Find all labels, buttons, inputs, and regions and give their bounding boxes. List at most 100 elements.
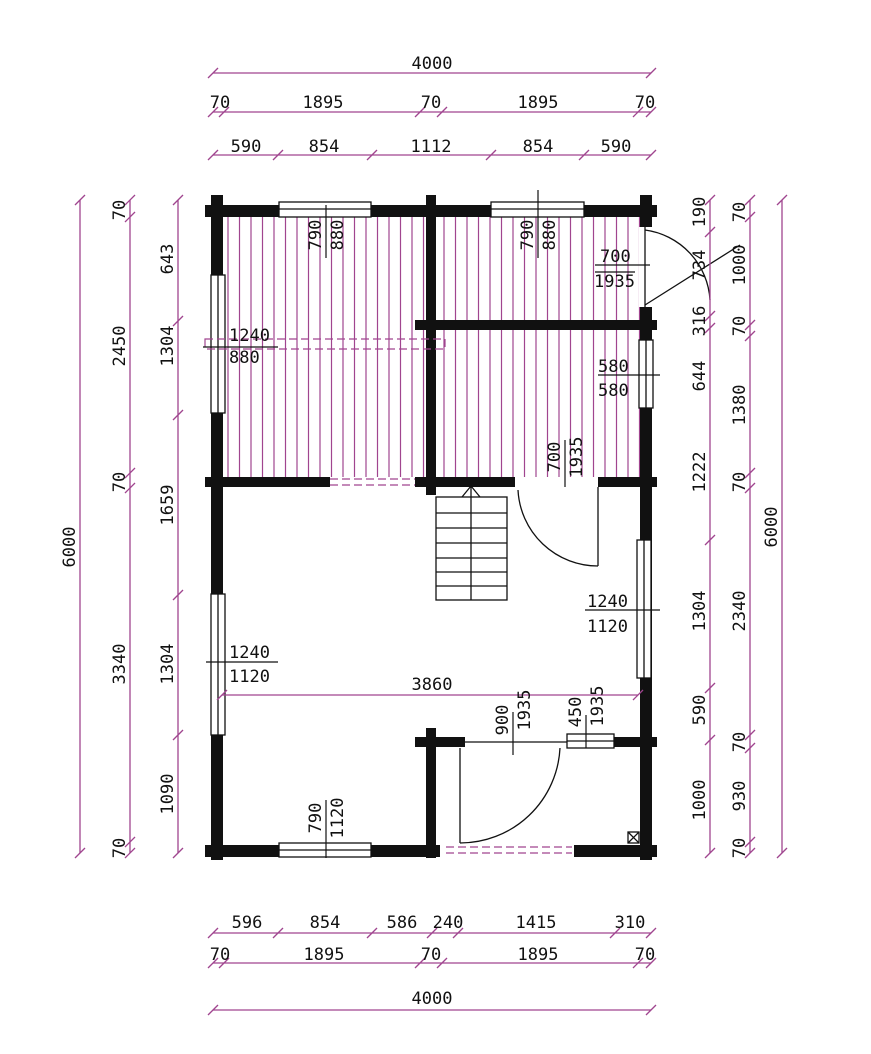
leaders bbox=[203, 190, 660, 858]
drain-icon bbox=[627, 831, 640, 844]
dimension-tick bbox=[207, 927, 219, 939]
right-col2-label: 70 bbox=[730, 732, 750, 752]
left-col2-label: 70 bbox=[110, 200, 130, 220]
wall-middle-right bbox=[598, 477, 657, 487]
dimension-tick bbox=[645, 67, 657, 79]
top-row2-label: 1895 bbox=[303, 93, 344, 113]
window-bottom-width: 790 bbox=[306, 803, 326, 834]
dimension-tick bbox=[744, 467, 756, 479]
dimension-tick bbox=[207, 149, 219, 161]
door-upper-height: 1935 bbox=[594, 272, 635, 292]
window-bath-width: 450 bbox=[566, 697, 586, 728]
window-top-right-height: 880 bbox=[540, 220, 560, 251]
dimension-tick bbox=[172, 847, 184, 859]
window-right-lower-width: 1240 bbox=[587, 592, 628, 612]
window-left-lower-width: 1240 bbox=[229, 643, 270, 663]
window-left-upper-width: 1240 bbox=[229, 326, 270, 346]
dimension-tick bbox=[366, 927, 378, 939]
door-bath-swing bbox=[459, 747, 561, 844]
door-upper-leaf bbox=[644, 244, 741, 306]
dimension-tick bbox=[776, 194, 788, 206]
dimension-tick bbox=[704, 226, 716, 238]
dimension-tick bbox=[744, 729, 756, 741]
dimension-tick bbox=[744, 742, 756, 754]
dimension-tick bbox=[744, 847, 756, 859]
top-row3-label: 590 bbox=[601, 137, 632, 157]
dimension-tick bbox=[645, 1004, 657, 1016]
stairs bbox=[435, 484, 508, 601]
dimension-tick bbox=[207, 67, 219, 79]
bottom-dimension-labels: 596 854 586 240 1415 310 70 1895 70 1895… bbox=[210, 913, 655, 1009]
top-row2-label: 70 bbox=[210, 93, 230, 113]
left-col3-label: 1659 bbox=[158, 485, 178, 526]
top-overall-label: 4000 bbox=[412, 54, 453, 74]
bottom-row2-label: 70 bbox=[635, 945, 655, 965]
wall-bath-top-right bbox=[612, 737, 657, 747]
right-col2-label: 1380 bbox=[730, 385, 750, 426]
dimension-tick bbox=[744, 836, 756, 848]
walls bbox=[205, 195, 657, 860]
dimension-tick bbox=[207, 106, 219, 118]
right-col2-label: 70 bbox=[730, 472, 750, 492]
deck-hatching bbox=[227, 217, 641, 477]
right-col1-label: 644 bbox=[690, 361, 710, 392]
dimension-tick bbox=[366, 149, 378, 161]
dimension-tick bbox=[609, 927, 621, 939]
right-col2-label: 70 bbox=[730, 316, 750, 336]
dimension-tick bbox=[452, 927, 464, 939]
interior-span-label: 3860 bbox=[412, 675, 453, 695]
dimension-tick bbox=[632, 957, 644, 969]
dimension-ticks bbox=[74, 67, 788, 1016]
dimension-tick bbox=[704, 322, 716, 334]
dimension-tick bbox=[436, 957, 448, 969]
dimension-tick bbox=[172, 315, 184, 327]
door-inner-height: 1935 bbox=[567, 437, 587, 478]
left-col3-label: 643 bbox=[158, 244, 178, 275]
dimension-tick bbox=[272, 927, 284, 939]
window-right-small-width: 580 bbox=[598, 357, 629, 377]
left-overall-label: 6000 bbox=[60, 527, 80, 568]
right-col2-label: 70 bbox=[730, 838, 750, 858]
dimension-tick bbox=[704, 847, 716, 859]
dimension-tick bbox=[704, 734, 716, 746]
right-col1-label: 190 bbox=[690, 197, 710, 228]
dimension-tick bbox=[704, 310, 716, 322]
window-left-upper-height: 880 bbox=[229, 348, 260, 368]
bottom-row1-label: 596 bbox=[232, 913, 263, 933]
dimension-tick bbox=[704, 534, 716, 546]
dimension-tick bbox=[172, 194, 184, 206]
bottom-row1-label: 240 bbox=[433, 913, 464, 933]
top-row2-label: 1895 bbox=[518, 93, 559, 113]
top-row3-label: 1112 bbox=[411, 137, 452, 157]
door-upper-swing bbox=[644, 229, 711, 301]
dimension-tick bbox=[272, 149, 284, 161]
window-right-small-height: 580 bbox=[598, 381, 629, 401]
dimension-tick bbox=[124, 211, 136, 223]
wall-mid-horizontal bbox=[415, 320, 657, 330]
dimension-tick bbox=[744, 194, 756, 206]
wall-middle-left bbox=[205, 477, 330, 487]
window-top-right-width: 790 bbox=[518, 220, 538, 251]
door-bath-width: 900 bbox=[493, 705, 513, 736]
right-col2-label: 2340 bbox=[730, 591, 750, 632]
right-col1-label: 1222 bbox=[690, 452, 710, 493]
dimension-tick bbox=[218, 106, 230, 118]
left-col2-label: 70 bbox=[110, 472, 130, 492]
dimension-tick bbox=[207, 957, 219, 969]
dimension-tick bbox=[124, 194, 136, 206]
top-row2-label: 70 bbox=[421, 93, 441, 113]
left-dimension-labels: 6000 70 2450 70 3340 70 643 1304 1659 13… bbox=[60, 200, 178, 858]
bottom-row1-label: 310 bbox=[615, 913, 646, 933]
dimension-tick bbox=[645, 149, 657, 161]
dimension-tick bbox=[124, 467, 136, 479]
dimension-tick bbox=[74, 847, 86, 859]
right-overall-label: 6000 bbox=[762, 507, 782, 548]
left-col2-label: 2450 bbox=[110, 326, 130, 367]
wall-bath-vertical bbox=[426, 728, 436, 858]
dimension-tick bbox=[744, 482, 756, 494]
dimension-tick bbox=[645, 927, 657, 939]
bottom-row1-label: 586 bbox=[387, 913, 418, 933]
bottom-row2-label: 1895 bbox=[518, 945, 559, 965]
dimension-tick bbox=[744, 319, 756, 331]
right-dimension-labels: 190 734 316 644 1222 1304 590 1000 70 10… bbox=[690, 197, 782, 859]
